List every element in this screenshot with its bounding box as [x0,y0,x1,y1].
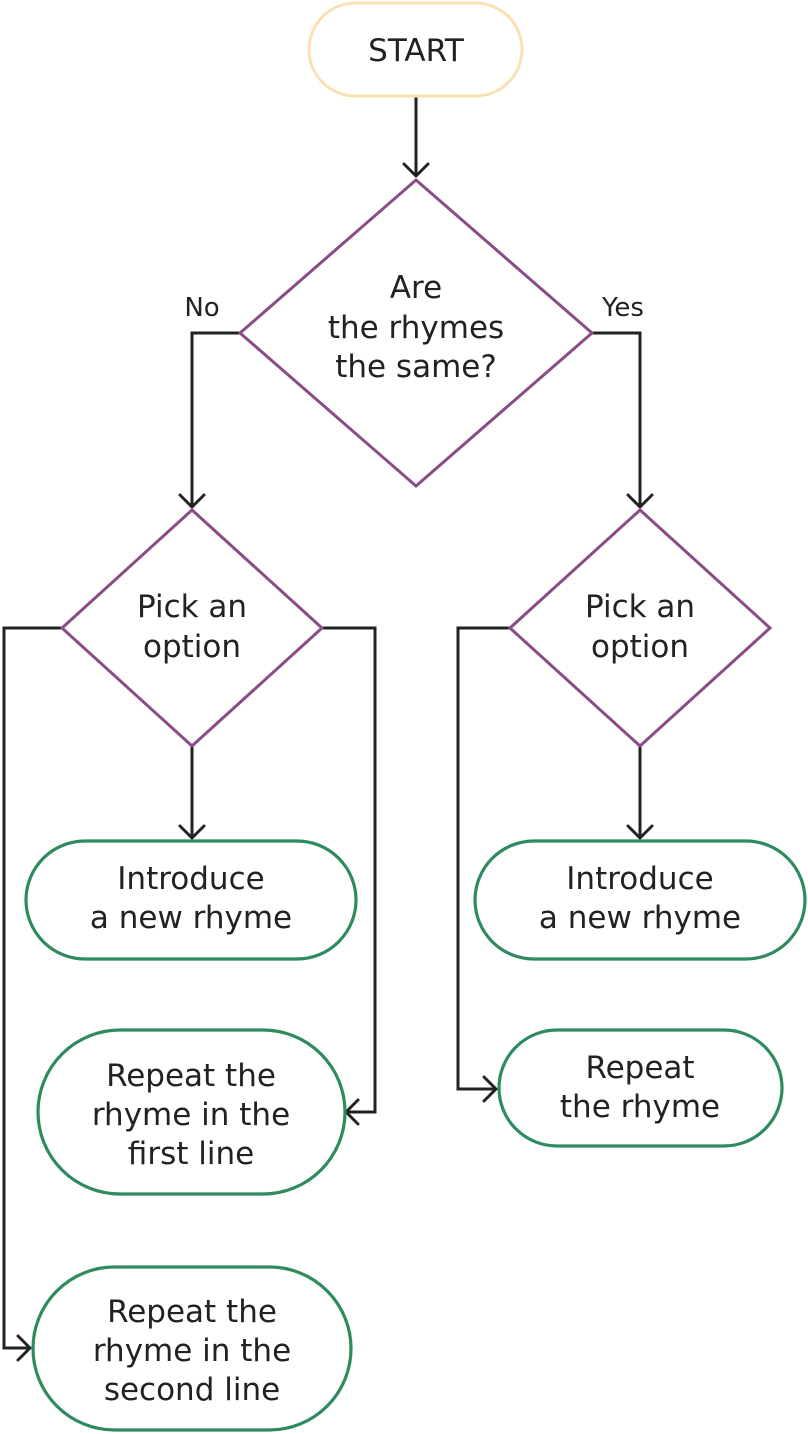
left-repeat-second-line-2: rhyme in the [93,1333,291,1369]
edge-label-yes: Yes [601,293,644,323]
right-introduce-line-1: Introduce [566,861,713,897]
arrowhead-right-introduce [626,824,654,840]
right-repeat-line-1: Repeat [585,1050,694,1086]
left-introduce-line-2: a new rhyme [90,900,292,936]
decision-left-pick-option: Pick an option [59,507,325,749]
decision-rhymes-line-3: the same? [335,349,497,385]
decision-right-line-2: option [591,629,689,665]
decision-right-pick-option: Pick an option [507,507,773,749]
edge-label-no: No [184,293,219,323]
edge-no-branch [190,331,240,507]
start-node: START [307,1,524,98]
right-introduce-line-2: a new rhyme [539,900,741,936]
edge-yes-branch [592,331,642,507]
start-node-label: START [368,33,465,69]
connectors [2,96,654,1362]
arrowhead-rhymes [402,162,430,178]
decision-rhymes-same: Are the rhymes the same? [237,178,595,488]
arrowhead-repeat-second [16,1334,32,1362]
edge-right-to-repeat [456,626,510,1091]
arrowhead-right-repeat [482,1075,498,1103]
arrowhead-right-decision [626,493,654,509]
left-repeat-first-line-1: Repeat the [106,1058,276,1094]
decision-right-line-1: Pick an [585,589,695,625]
edge-left-to-repeat-first [322,626,377,1114]
decision-left-line-2: option [143,629,241,665]
decision-rhymes-line-2: the rhymes [328,310,504,346]
left-introduce-line-1: Introduce [117,861,264,897]
edge-left-to-repeat-second [2,626,62,1350]
arrowhead-left-introduce [178,824,206,840]
arrowhead-left-decision [178,493,206,509]
left-repeat-second-node: Repeat the rhyme in the second line [31,1265,353,1432]
right-repeat-node: Repeat the rhyme [497,1028,784,1148]
left-repeat-second-line-3: second line [104,1372,280,1408]
decision-rhymes-line-1: Are [390,270,442,306]
left-introduce-node: Introduce a new rhyme [24,839,358,961]
left-repeat-second-line-1: Repeat the [107,1294,277,1330]
right-repeat-line-2: the rhyme [560,1089,720,1125]
left-repeat-first-node: Repeat the rhyme in the first line [36,1028,347,1196]
left-repeat-first-line-2: rhyme in the [92,1097,290,1133]
decision-left-line-1: Pick an [137,589,247,625]
left-repeat-first-line-3: first line [128,1136,254,1172]
right-introduce-node: Introduce a new rhyme [473,839,807,961]
